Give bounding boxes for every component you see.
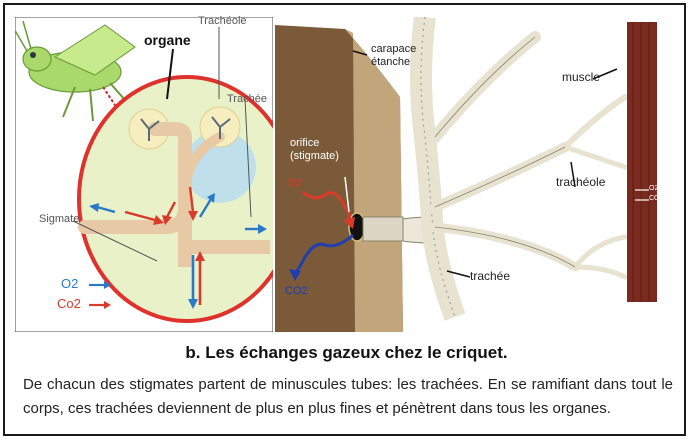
caption-title: b. Les échanges gazeux chez le criquet. [185,343,508,362]
stigma-label: Sigmate [39,213,80,225]
figure-frame: organe Trachéole Trachée Sigmate O2 Co2 [3,3,686,436]
carapace-label: carapace étanche [371,43,417,68]
orifice-label: orifice (stigmate) [290,137,339,162]
legend-o2-label: O2 [61,276,79,291]
muscle-co2-label: CO2 [649,195,664,202]
right-panel-diagram [275,17,677,332]
trachea-label-right: trachée [470,269,511,283]
left-panel-diagram [15,17,273,332]
organ-label: organe [144,32,191,48]
tracheole-label-left: Trachéole [198,15,247,27]
trachea-label-left: Trachée [227,93,267,105]
o2-right-label: O2 [287,177,302,189]
muscle-label: muscle [562,70,601,84]
muscle-o2-label: O2 [649,185,659,192]
caption-body: De chacun des stigmates partent de minus… [23,376,673,417]
zoom-circle [77,75,273,323]
legend-co2-label: Co2 [57,296,81,311]
tracheole-label-right: trachéole [556,175,606,189]
co2-right-label: CO2 [285,285,308,297]
